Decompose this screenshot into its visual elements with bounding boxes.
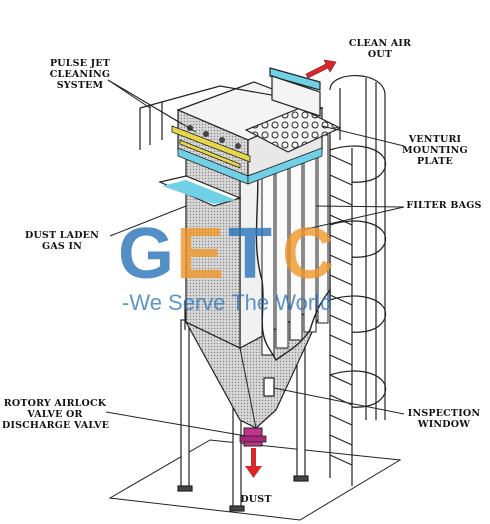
svg-text:G: G <box>118 214 174 294</box>
label-pulse-jet: PULSE JET CLEANING SYSTEM <box>49 58 111 91</box>
leader-lines <box>105 79 405 437</box>
label-dust-laden: DUST LADEN GAS IN <box>25 230 99 252</box>
svg-text:E: E <box>176 214 224 294</box>
access-ladder <box>329 75 387 486</box>
label-filter-bags: FILTER BAGS <box>406 200 482 211</box>
pulse-jet-header <box>171 125 251 169</box>
svg-text:T: T <box>228 214 272 294</box>
watermark-logo: G E T C <box>118 214 334 294</box>
label-venturi: VENTURI MOUNTING PLATE <box>402 134 468 167</box>
dust-arrow <box>245 448 262 478</box>
filter-bags <box>261 134 329 356</box>
svg-text:C: C <box>282 214 334 294</box>
clean-air-arrow <box>305 59 337 79</box>
cutaway-edge <box>255 149 331 362</box>
rotary-valve <box>239 427 267 447</box>
watermark-tagline: -We Serve The World <box>122 290 333 315</box>
label-dust: DUST <box>240 494 272 505</box>
label-rotary-valve: ROTORY AIRLOCK VALVE OR DISCHARGE VALVE <box>2 398 110 431</box>
label-clean-air: CLEAN AIR OUT <box>348 38 412 60</box>
inspection-window-box <box>263 377 275 397</box>
ground-base <box>108 439 402 521</box>
label-inspection-window: INSPECTION WINDOW <box>407 408 481 430</box>
clean-air-outlet <box>271 75 321 117</box>
